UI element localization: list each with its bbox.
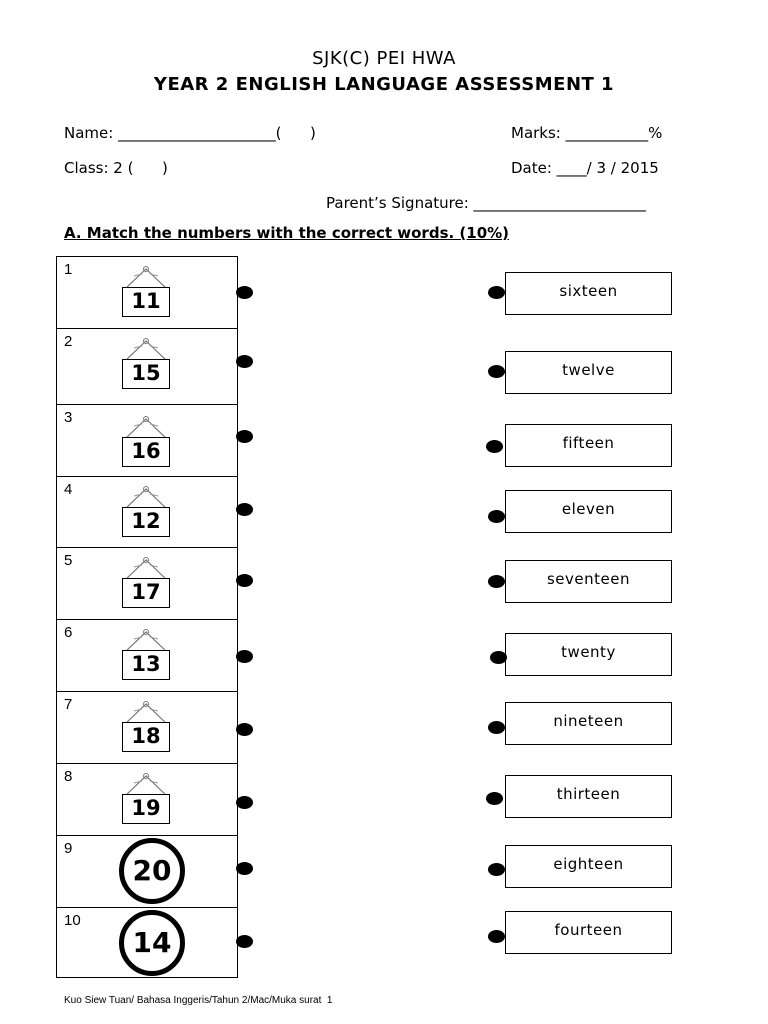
table-row: 1 11 bbox=[57, 257, 237, 328]
left-match-dot[interactable] bbox=[236, 862, 253, 875]
number-card: 11 bbox=[119, 265, 173, 321]
table-row: 5 17 bbox=[57, 547, 237, 619]
hanger-icon bbox=[124, 701, 168, 724]
right-match-dot[interactable] bbox=[490, 651, 507, 664]
marks-field: Marks: ___________% bbox=[511, 124, 663, 142]
class-field: Class: 2 ( ) bbox=[64, 159, 168, 177]
word-box: fifteen bbox=[505, 424, 672, 467]
school-name: SJK(C) PEI HWA bbox=[312, 48, 456, 69]
word-box: sixteen bbox=[505, 272, 672, 315]
number-value: 11 bbox=[122, 287, 170, 317]
right-match-dot[interactable] bbox=[486, 440, 503, 453]
left-match-dot[interactable] bbox=[236, 574, 253, 587]
left-match-dot[interactable] bbox=[236, 355, 253, 368]
table-row: 8 19 bbox=[57, 763, 237, 835]
number-value: 18 bbox=[122, 722, 170, 752]
right-match-dot[interactable] bbox=[488, 365, 505, 378]
number-card: 17 bbox=[119, 556, 173, 612]
row-number: 3 bbox=[64, 409, 73, 426]
left-match-dot[interactable] bbox=[236, 503, 253, 516]
right-match-dot[interactable] bbox=[488, 863, 505, 876]
row-number: 6 bbox=[64, 624, 73, 641]
word-box: twelve bbox=[505, 351, 672, 394]
right-match-dot[interactable] bbox=[488, 575, 505, 588]
number-value: 19 bbox=[122, 794, 170, 824]
right-match-dot[interactable] bbox=[488, 721, 505, 734]
table-row: 4 12 bbox=[57, 476, 237, 547]
table-row: 2 15 bbox=[57, 328, 237, 404]
left-match-dot[interactable] bbox=[236, 935, 253, 948]
row-number: 8 bbox=[64, 768, 73, 785]
hanger-icon bbox=[124, 338, 168, 361]
left-match-dot[interactable] bbox=[236, 796, 253, 809]
number-card: 16 bbox=[119, 415, 173, 471]
right-match-dot[interactable] bbox=[488, 510, 505, 523]
table-row: 3 16 bbox=[57, 404, 237, 476]
hanger-icon bbox=[124, 416, 168, 439]
numbers-table: 1 11 2 15 3 16 4 12 5 17 6 bbox=[56, 256, 238, 978]
row-number: 5 bbox=[64, 552, 73, 569]
name-field: Name: _____________________( ) bbox=[64, 124, 316, 142]
word-box: nineteen bbox=[505, 702, 672, 745]
number-value: 12 bbox=[122, 507, 170, 537]
date-field: Date: ____/ 3 / 2015 bbox=[511, 159, 659, 177]
word-box: seventeen bbox=[505, 560, 672, 603]
left-match-dot[interactable] bbox=[236, 430, 253, 443]
parent-signature-field: Parent’s Signature: ____________________… bbox=[326, 194, 647, 212]
row-number: 9 bbox=[64, 840, 73, 857]
number-card: 15 bbox=[119, 337, 173, 393]
number-card: 19 bbox=[119, 772, 173, 828]
number-card: 12 bbox=[119, 485, 173, 541]
number-circle: 20 bbox=[119, 838, 185, 904]
right-match-dot[interactable] bbox=[488, 286, 505, 299]
right-match-dot[interactable] bbox=[488, 930, 505, 943]
row-number: 7 bbox=[64, 696, 73, 713]
table-row: 10 14 bbox=[57, 907, 237, 977]
left-match-dot[interactable] bbox=[236, 286, 253, 299]
number-value: 16 bbox=[122, 437, 170, 467]
row-number: 10 bbox=[64, 912, 81, 929]
row-number: 2 bbox=[64, 333, 73, 350]
row-number: 4 bbox=[64, 481, 73, 498]
number-circle: 14 bbox=[119, 910, 185, 976]
footer-text: Kuo Siew Tuan/ Bahasa Inggeris/Tahun 2/M… bbox=[64, 995, 333, 1006]
left-match-dot[interactable] bbox=[236, 723, 253, 736]
number-card: 13 bbox=[119, 628, 173, 684]
hanger-icon bbox=[124, 486, 168, 509]
right-match-dot[interactable] bbox=[486, 792, 503, 805]
hanger-icon bbox=[124, 773, 168, 796]
number-value: 17 bbox=[122, 578, 170, 608]
page-title: YEAR 2 ENGLISH LANGUAGE ASSESSMENT 1 bbox=[153, 74, 615, 95]
hanger-icon bbox=[124, 266, 168, 289]
table-row: 7 18 bbox=[57, 691, 237, 763]
number-value: 13 bbox=[122, 650, 170, 680]
word-box: thirteen bbox=[505, 775, 672, 818]
table-row: 6 13 bbox=[57, 619, 237, 691]
hanger-icon bbox=[124, 629, 168, 652]
left-match-dot[interactable] bbox=[236, 650, 253, 663]
table-row: 9 20 bbox=[57, 835, 237, 907]
word-box: twenty bbox=[505, 633, 672, 676]
number-card: 18 bbox=[119, 700, 173, 756]
word-box: fourteen bbox=[505, 911, 672, 954]
word-box: eighteen bbox=[505, 845, 672, 888]
hanger-icon bbox=[124, 557, 168, 580]
number-value: 15 bbox=[122, 359, 170, 389]
word-box: eleven bbox=[505, 490, 672, 533]
row-number: 1 bbox=[64, 261, 73, 278]
section-a-title: A. Match the numbers with the correct wo… bbox=[64, 224, 510, 242]
